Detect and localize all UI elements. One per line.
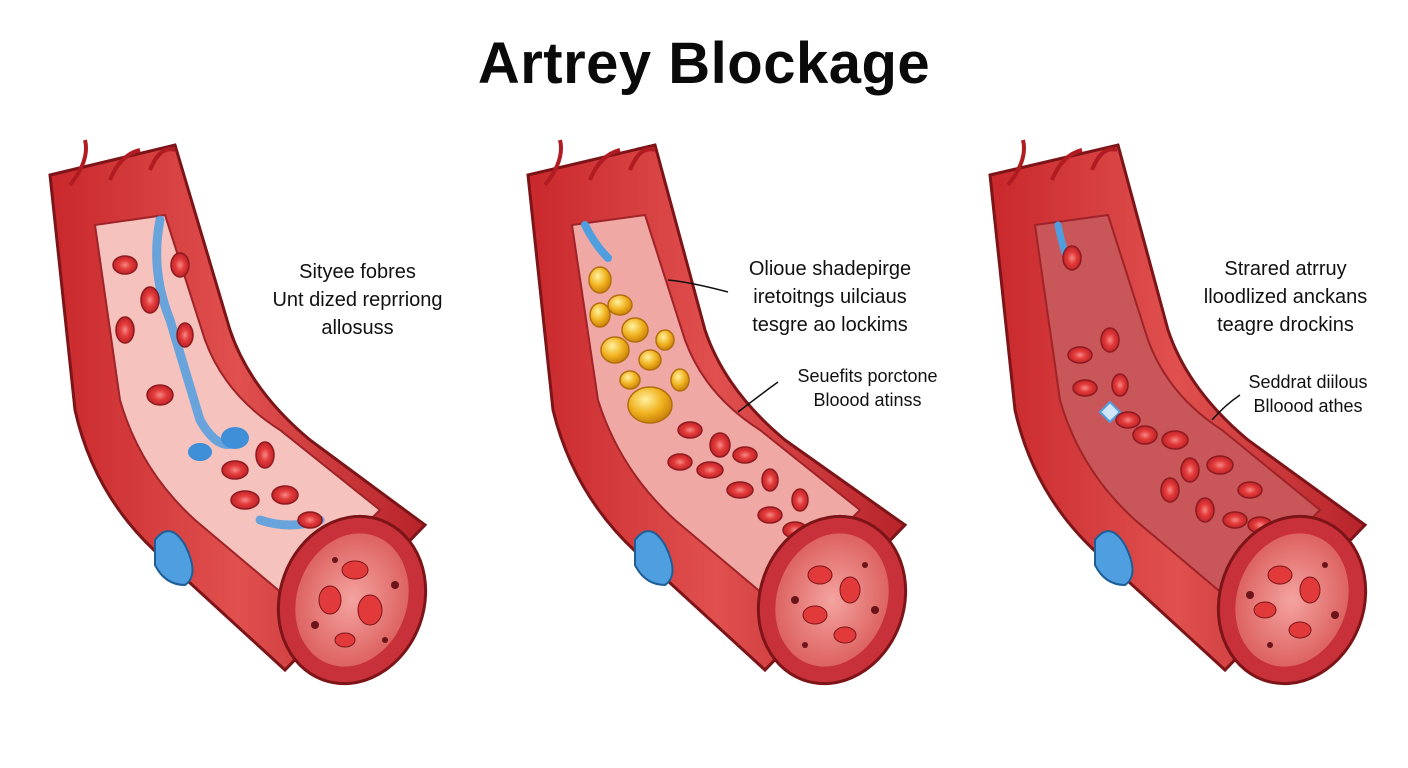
panel-2-label: Olioue shadepirge iretoitngs uilciaus te… [720,255,940,339]
panel-3-sublabel: Seddrat diilous Blloood athes [1228,370,1388,418]
small-particles [791,562,879,648]
blue-nodule [1094,530,1134,587]
vessel-cross-section-inner [1235,533,1349,667]
clot-fragment [1098,400,1122,424]
label-line: Strared atrruy [1224,258,1347,280]
red-blood-cells [667,421,809,539]
diagram-title: Artrey Blockage [477,31,931,96]
red-blood-cells [112,252,323,529]
label-line: Seuefits porctone [797,366,938,386]
blood-clot [221,427,249,449]
blood-clot [188,443,212,461]
artery-panel-3 [988,139,1368,686]
label-line: Unt dized reprriong [272,289,443,311]
vein-branch [1006,139,1118,187]
cross-section-cells [802,565,861,644]
vessel-cross-section-inner [295,533,409,667]
panel-2-sublabel: Seuefits porctone Bloood atinss [775,364,960,412]
vein-branch [68,139,176,187]
small-particles [311,557,399,643]
leader-line [737,381,779,413]
vessel-cross-section-inner [775,533,889,667]
label-line: lloodlized anckans [1203,286,1368,308]
label-line: Olioue shadepirge [748,258,912,280]
vein-branch [543,139,656,187]
plaque-deposits [588,266,690,424]
blue-nodule [154,530,194,587]
leader-line [667,279,729,293]
artery-panel-2 [526,139,908,686]
label-line: Seddrat diilous [1248,372,1368,392]
artery-panel-1 [48,139,428,686]
label-line: allosuss [321,317,394,339]
small-particles [1246,562,1339,648]
clot-stream [581,221,612,262]
label-line: iretoitngs uilciaus [753,286,907,308]
label-line: tesgre ao lockims [752,314,908,336]
panel-1-label: Sityee fobres Unt dized reprriong allosu… [255,258,460,342]
blue-nodule [634,530,674,587]
panel-3-label: Strared atrruy lloodlized anckans teagre… [1178,255,1393,339]
cross-section-cells [1253,565,1321,639]
label-line: Bloood atinss [813,390,922,410]
label-line: teagre drockins [1217,314,1354,336]
leader-line [1211,394,1241,421]
label-line: Blloood athes [1253,396,1363,416]
label-line: Sityee fobres [299,261,416,283]
cross-section-cells [318,560,383,648]
